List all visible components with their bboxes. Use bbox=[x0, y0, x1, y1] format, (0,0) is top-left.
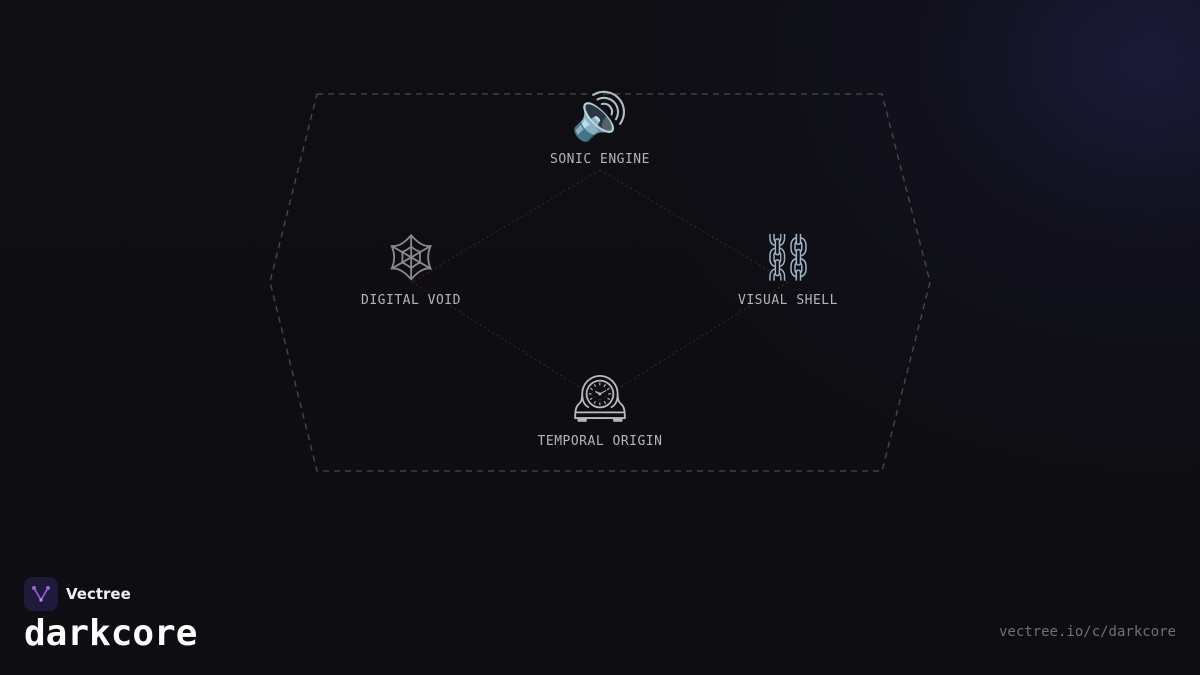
brand-block: Vectree darkcore bbox=[24, 577, 197, 654]
node-label: SONIC ENGINE bbox=[550, 152, 650, 167]
edge-shell-origin bbox=[599, 281, 789, 401]
edge-sonic-shell bbox=[599, 169, 789, 283]
node-label: VISUAL SHELL bbox=[738, 293, 838, 308]
edge-sonic-void bbox=[411, 169, 601, 283]
vector-nodes-icon bbox=[24, 577, 58, 611]
edge-layer bbox=[411, 169, 789, 401]
node-label: TEMPORAL ORIGIN bbox=[537, 434, 663, 449]
dashed-frame bbox=[269, 93, 931, 472]
spider-web-icon: 🕸 bbox=[381, 230, 441, 284]
brand-url[interactable]: vectree.io/c/darkcore bbox=[998, 624, 1176, 640]
speaker-high-volume-icon: 🔊 bbox=[571, 89, 629, 143]
node-label: DIGITAL VOID bbox=[361, 293, 461, 308]
node-digital-void[interactable]: 🕸 DIGITAL VOID bbox=[311, 229, 511, 308]
edge-void-origin bbox=[411, 281, 601, 401]
chains-icon: ⛓ bbox=[758, 230, 818, 284]
mantelpiece-clock-icon: 🕰 bbox=[570, 371, 630, 425]
page-title: darkcore bbox=[24, 613, 198, 654]
brand-row: Vectree bbox=[24, 577, 197, 611]
node-temporal-origin[interactable]: 🕰 TEMPORAL ORIGIN bbox=[500, 370, 700, 449]
node-sonic-engine[interactable]: 🔊 SONIC ENGINE bbox=[500, 88, 700, 167]
node-visual-shell[interactable]: ⛓ VISUAL SHELL bbox=[688, 229, 888, 308]
brand-name: Vectree bbox=[66, 585, 131, 603]
